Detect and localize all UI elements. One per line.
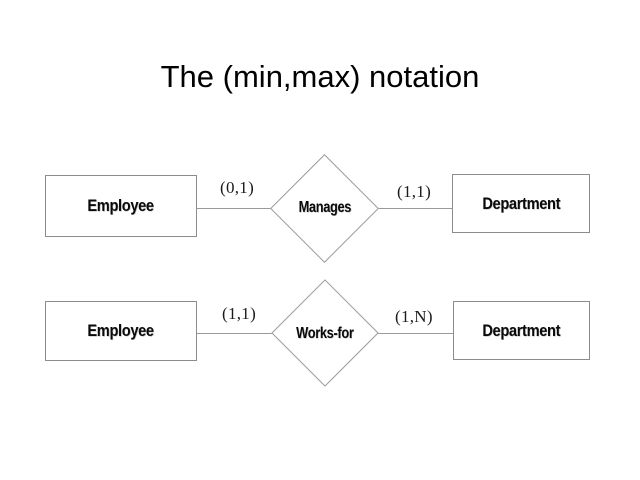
entity-department-works-for[interactable]: Department [453, 301, 590, 360]
relationship-works-for-shape[interactable] [271, 279, 379, 387]
cardinality-row1-right: (1,1) [397, 182, 432, 201]
entity-label: Employee [87, 321, 155, 340]
connector-row2-left [196, 333, 274, 334]
connector-row2-right [376, 333, 454, 334]
relationship-manages-shape[interactable] [270, 154, 379, 263]
cardinality-row2-right: (1,N) [395, 307, 433, 326]
entity-employee-manages[interactable]: Employee [45, 175, 197, 237]
entity-employee-works-for[interactable]: Employee [45, 301, 197, 361]
entity-label: Employee [87, 196, 155, 215]
cardinality-row2-left: (1,1) [222, 304, 257, 323]
cardinality-row1-left: (0,1) [220, 178, 255, 197]
connector-row1-right [376, 208, 454, 209]
connector-row1-left [196, 208, 272, 209]
entity-department-manages[interactable]: Department [452, 174, 590, 233]
entity-label: Department [482, 193, 560, 213]
entity-label: Department [482, 320, 561, 340]
page-title: The (min,max) notation [160, 59, 480, 94]
